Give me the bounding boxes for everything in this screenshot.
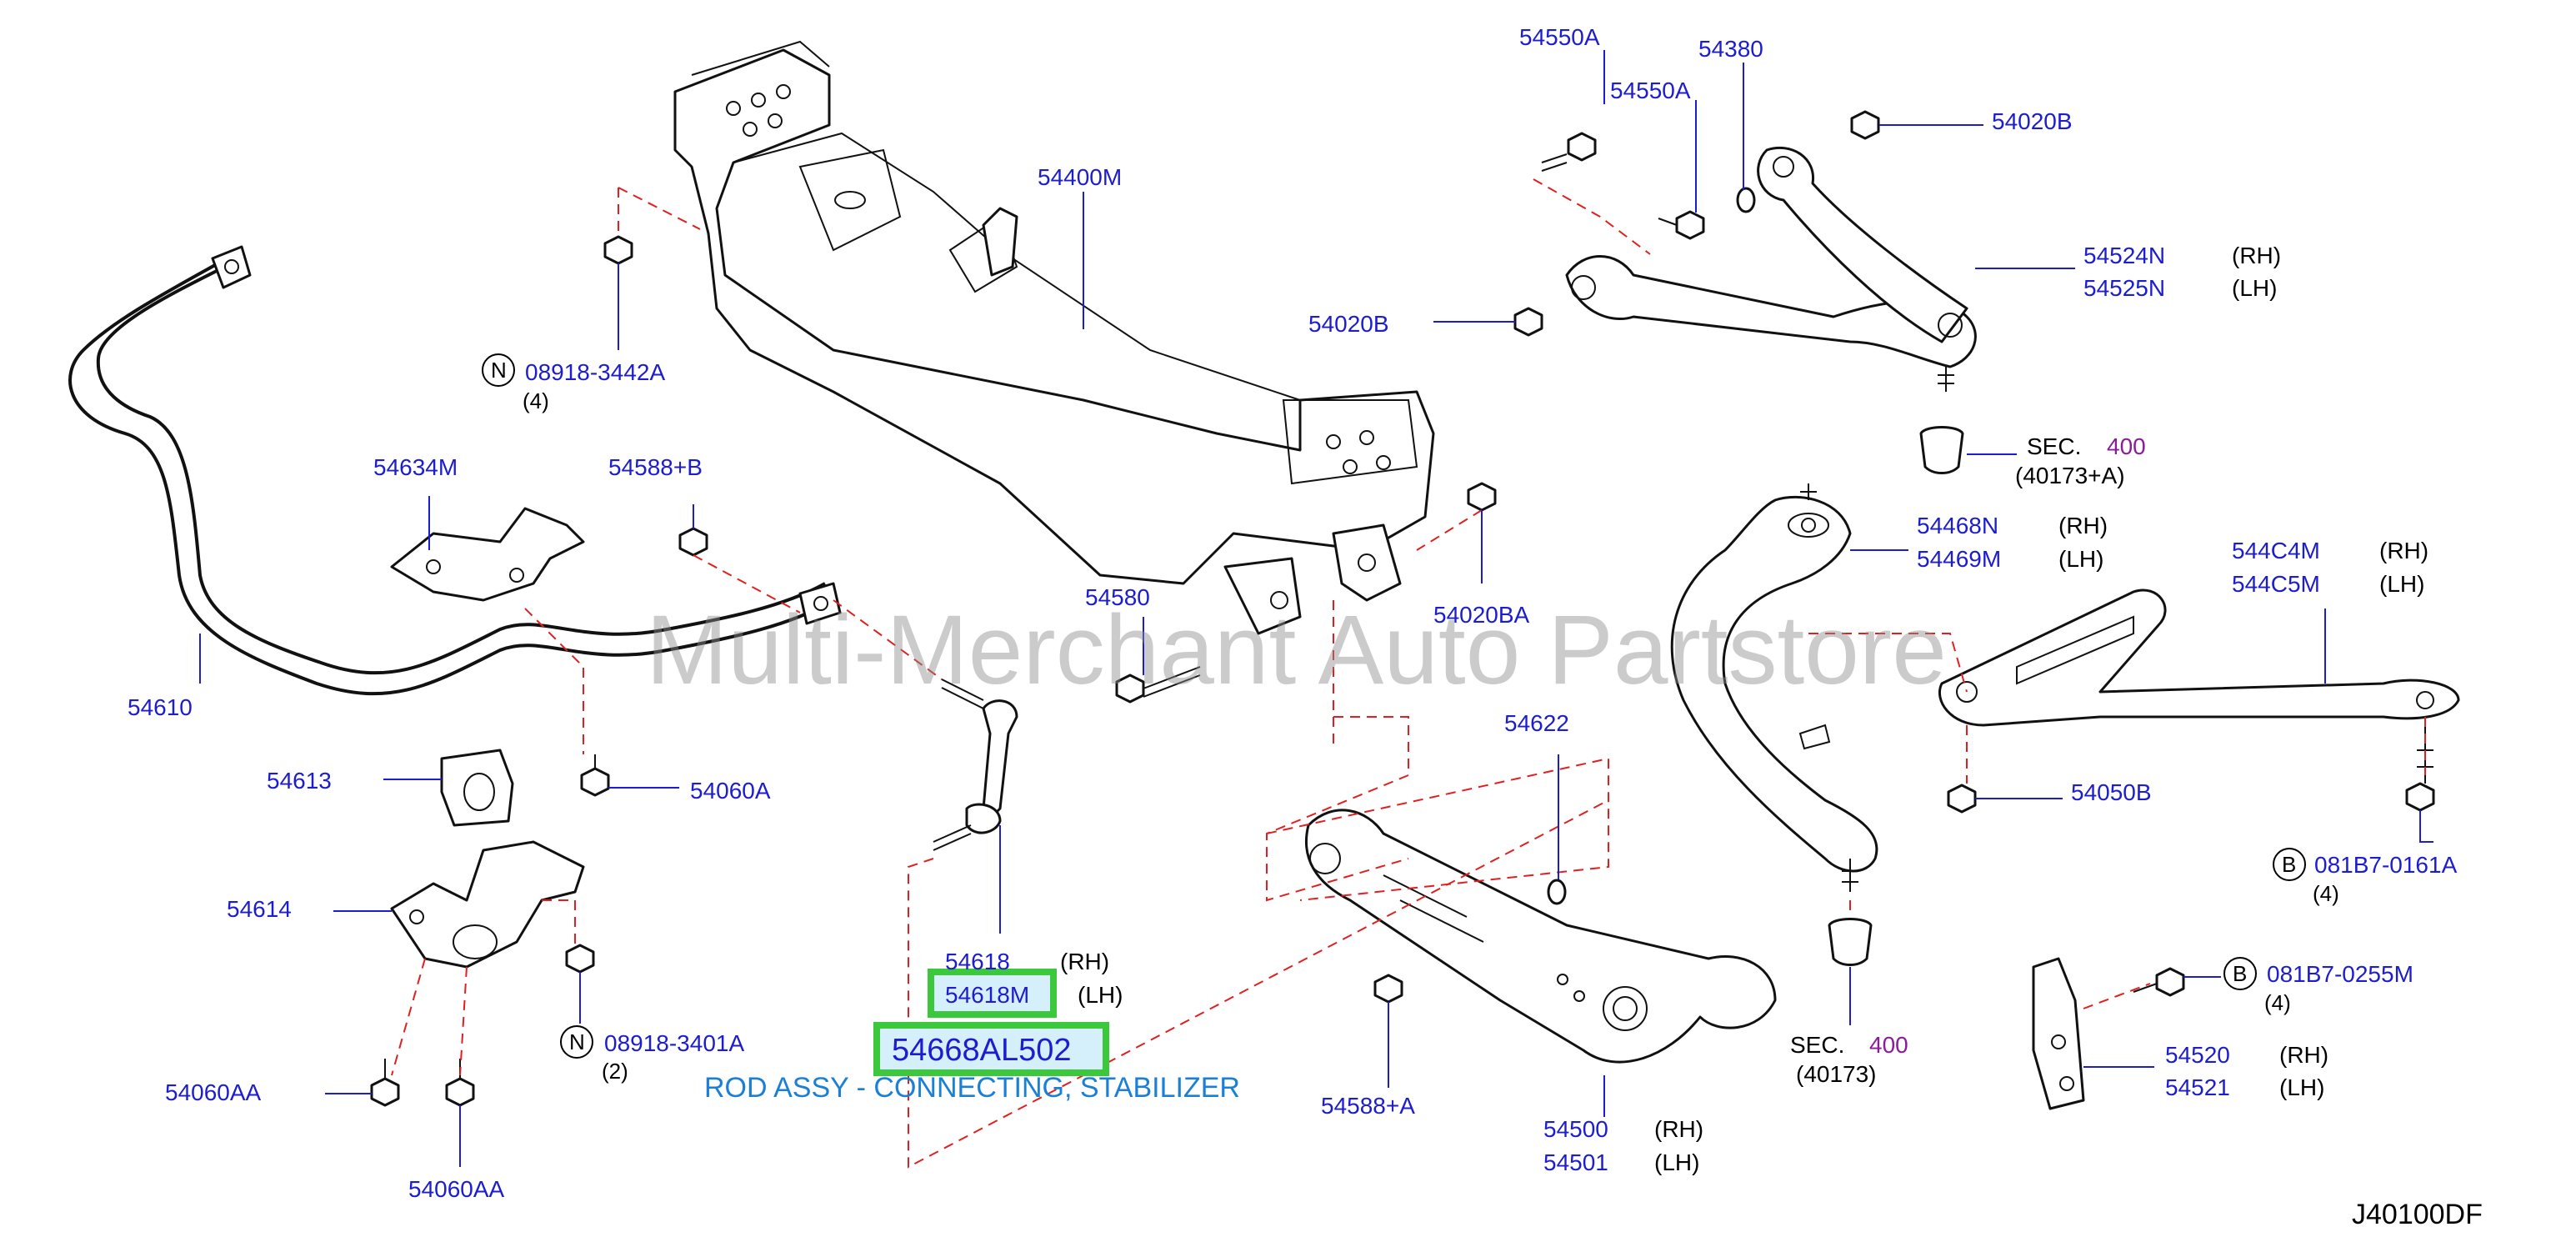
sec-number-2[interactable]: 400 [1869, 1032, 1908, 1058]
watermark: Multi-Merchant Auto Partstore [646, 595, 1947, 705]
part-54020b-mid[interactable]: 54020B [1308, 311, 1389, 337]
part-54469m[interactable]: 54469M [1917, 546, 2001, 572]
part-54610[interactable]: 54610 [128, 694, 193, 720]
part-54580[interactable]: 54580 [1085, 584, 1150, 610]
n-circle-letter-2: N [569, 1029, 585, 1054]
knuckle-drawing [1670, 483, 1878, 966]
part-54521[interactable]: 54521 [2165, 1074, 2230, 1100]
side-54469m: (LH) [2058, 546, 2103, 572]
dashed-reference-lines [391, 178, 2426, 1169]
clamp-drawing [390, 840, 585, 969]
diagram-id: J40100DF [2352, 1199, 2483, 1230]
qty-081b7-0255m: (4) [2264, 990, 2291, 1015]
stabilizer-bar-drawing [68, 245, 842, 696]
bracket-54634m-drawing [390, 507, 585, 602]
part-54050b[interactable]: 54050B [2071, 779, 2152, 805]
part-54613[interactable]: 54613 [267, 768, 332, 794]
part-54588a[interactable]: 54588+A [1321, 1093, 1415, 1119]
part-54501[interactable]: 54501 [1543, 1149, 1608, 1175]
sec-ref-1: (40173+A) [2015, 463, 2125, 488]
part-54618m[interactable]: 54618M [945, 982, 1029, 1008]
part-54634m[interactable]: 54634M [373, 454, 458, 480]
qty-08918-3401a: (2) [602, 1059, 628, 1084]
lateral-link-drawing [1938, 588, 2460, 784]
part-54520[interactable]: 54520 [2165, 1042, 2230, 1068]
b-circle-letter: B [2282, 852, 2296, 877]
n-circle-icon [482, 353, 515, 387]
side-54500: (RH) [1654, 1116, 1703, 1142]
part-54550a-mid[interactable]: 54550A [1610, 78, 1691, 103]
leader-lines [199, 50, 2433, 1167]
side-54521: (LH) [2279, 1074, 2324, 1100]
sec-number-1[interactable]: 400 [2107, 433, 2146, 459]
part-54060aa-left[interactable]: 54060AA [165, 1079, 262, 1105]
part-08918-3442a[interactable]: 08918-3442A [525, 359, 665, 385]
sec-label-2: SEC. [1790, 1032, 1844, 1058]
part-54500[interactable]: 54500 [1543, 1116, 1608, 1142]
part-54060a[interactable]: 54060A [690, 778, 771, 804]
part-54468n[interactable]: 54468N [1917, 513, 1998, 538]
bracket-54520-drawing [2032, 957, 2085, 1110]
part-54614[interactable]: 54614 [227, 896, 292, 922]
part-08918-3401a[interactable]: 08918-3401A [604, 1030, 744, 1056]
part-544c5m[interactable]: 544C5M [2232, 571, 2320, 597]
part-081b7-0255m[interactable]: 081B7-0255M [2267, 961, 2413, 987]
n-circle-letter: N [491, 358, 507, 383]
highlight-box-54668al502 [873, 1022, 1109, 1076]
side-544c4m: (RH) [2379, 538, 2428, 563]
connecting-rod-drawing [933, 679, 1018, 851]
sec-ref-2: (40173) [1796, 1061, 1877, 1087]
side-54618: (RH) [1060, 949, 1109, 974]
part-54588b[interactable]: 54588+B [608, 454, 703, 480]
side-54524n: (RH) [2232, 243, 2281, 268]
highlight-box-54618m [928, 969, 1057, 1018]
side-54618m: (LH) [1078, 982, 1123, 1008]
highlight-description: ROD ASSY - CONNECTING, STABILIZER [704, 1072, 1240, 1104]
part-54525n[interactable]: 54525N [2083, 275, 2165, 301]
side-54525n: (LH) [2232, 275, 2277, 301]
part-54550a-top[interactable]: 54550A [1519, 24, 1600, 50]
fasteners-drawing [370, 110, 2435, 1107]
part-081b7-0161a[interactable]: 081B7-0161A [2314, 852, 2458, 878]
part-544c4m[interactable]: 544C4M [2232, 538, 2320, 563]
side-544c5m: (LH) [2379, 571, 2424, 597]
b-circle-letter-2: B [2233, 961, 2247, 986]
part-54400m[interactable]: 54400M [1038, 164, 1122, 190]
suspension-member-drawing [673, 40, 1435, 635]
part-54060aa-bottom[interactable]: 54060AA [408, 1176, 505, 1202]
upper-link-drawing [1565, 146, 1977, 474]
highlight-part-54668al502[interactable]: 54668AL502 [892, 1033, 1072, 1068]
part-54020b-top[interactable]: 54020B [1992, 108, 2073, 134]
side-54520: (RH) [2279, 1042, 2328, 1068]
sec-label-1: SEC. [2027, 433, 2081, 459]
part-54618[interactable]: 54618 [945, 949, 1010, 974]
part-54380[interactable]: 54380 [1698, 36, 1763, 62]
bushing-drawing [440, 749, 514, 827]
part-54020ba[interactable]: 54020BA [1433, 602, 1530, 628]
n-circle-icon-2 [560, 1025, 593, 1059]
b-circle-icon-2 [2223, 957, 2257, 990]
b-circle-icon [2273, 848, 2306, 881]
side-54501: (LH) [1654, 1149, 1699, 1175]
qty-081b7-0161a: (4) [2313, 881, 2339, 906]
part-54524n[interactable]: 54524N [2083, 243, 2165, 268]
side-54468n: (RH) [2058, 513, 2108, 538]
part-54622[interactable]: 54622 [1504, 710, 1569, 736]
qty-08918-3442a: (4) [523, 388, 549, 413]
lower-link-drawing [1304, 809, 1777, 1064]
